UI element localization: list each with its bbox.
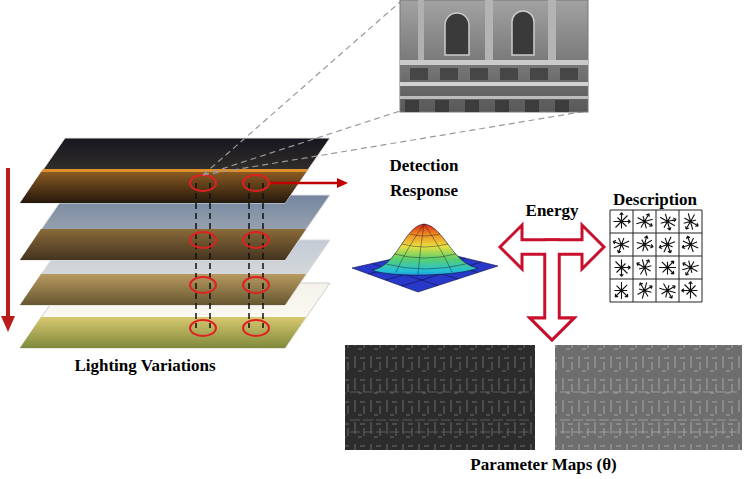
- layer-sky: [20, 138, 330, 203]
- photo-ground: [400, 0, 588, 112]
- keypoint-circle: [190, 277, 216, 293]
- map-edges: [350, 392, 530, 432]
- keypoint-circle: [190, 320, 216, 336]
- surface-peak: [372, 224, 478, 275]
- gradient-star: [633, 255, 655, 278]
- response-surface: [352, 224, 498, 292]
- connector-head-layer: [337, 178, 604, 340]
- gradient-star: [610, 280, 633, 303]
- gradient-star: [615, 260, 631, 277]
- image-layer: [20, 195, 330, 260]
- keypoint-circles: [190, 175, 269, 336]
- figure-caption: Parameter Maps (θ): [470, 455, 616, 475]
- map-texture: [345, 345, 535, 450]
- gradient-star: [679, 234, 700, 255]
- keypoint-circle: [243, 232, 269, 248]
- arrow-head: [337, 178, 348, 188]
- surface-mesh: [386, 224, 466, 274]
- gradient-star: [614, 213, 631, 229]
- gradient-star: [657, 279, 679, 302]
- arrow-connector: [270, 182, 338, 185]
- layer-ground: [20, 274, 306, 305]
- map-ground: [555, 345, 742, 450]
- layer-ground: [20, 317, 306, 348]
- keypoint-circle: [243, 277, 269, 293]
- layer-sky: [20, 195, 330, 260]
- map-ground: [345, 345, 535, 450]
- keypoint-circle: [190, 232, 216, 248]
- gradient-star: [678, 257, 701, 279]
- photo-cornice: [400, 60, 588, 65]
- photo-window: [512, 11, 534, 55]
- keypoint-circle: [190, 175, 216, 191]
- gradient-star: [634, 210, 657, 232]
- layer-horizon: [41, 169, 308, 172]
- gradient-star: [633, 278, 656, 300]
- photo-pillar: [485, 0, 493, 60]
- connector-inner-layer: [518, 247, 586, 322]
- figure-caption: Description: [613, 190, 697, 210]
- photo-pillar: [548, 0, 556, 60]
- correspondence-line: [196, 183, 263, 328]
- image-layer: [20, 138, 330, 203]
- zoom-photo: [400, 0, 588, 112]
- photo-cornice: [400, 82, 588, 86]
- gradient-star: [682, 282, 698, 299]
- edge-label: Energy: [523, 201, 582, 221]
- lighting-arrow: [6, 168, 10, 318]
- parameter-map: [555, 345, 742, 450]
- map-texture: [555, 345, 742, 450]
- arrow-inner: [552, 247, 586, 322]
- keypoint-circle: [243, 320, 269, 336]
- photo-cornice: [400, 96, 588, 99]
- figure-caption: Lighting Variations: [74, 356, 215, 376]
- figure-caption: Detection Response: [374, 154, 474, 203]
- response-plot: Detection Response: [348, 150, 500, 302]
- parameter-maps: Parameter Maps (θ): [345, 340, 742, 479]
- parameter-map: [345, 345, 535, 450]
- keypoint-circle: [243, 175, 269, 191]
- photo-window-row: [410, 68, 578, 80]
- gradient-star: [635, 234, 656, 254]
- map-edges: [560, 392, 737, 432]
- gradient-star: [680, 211, 702, 234]
- photo-window: [445, 13, 469, 55]
- photo-window-row: [405, 100, 569, 112]
- image-stack: Lighting Variations: [20, 135, 270, 380]
- descriptor-grid: Description: [604, 186, 706, 304]
- gradient-star: [657, 255, 680, 278]
- lighting-arrow-head: [1, 316, 15, 332]
- photo-pillar: [418, 0, 424, 60]
- gradient-star: [657, 235, 678, 256]
- gradient-star: [610, 235, 631, 256]
- gradient-star: [659, 211, 679, 232]
- descriptor-histogram: [610, 210, 702, 304]
